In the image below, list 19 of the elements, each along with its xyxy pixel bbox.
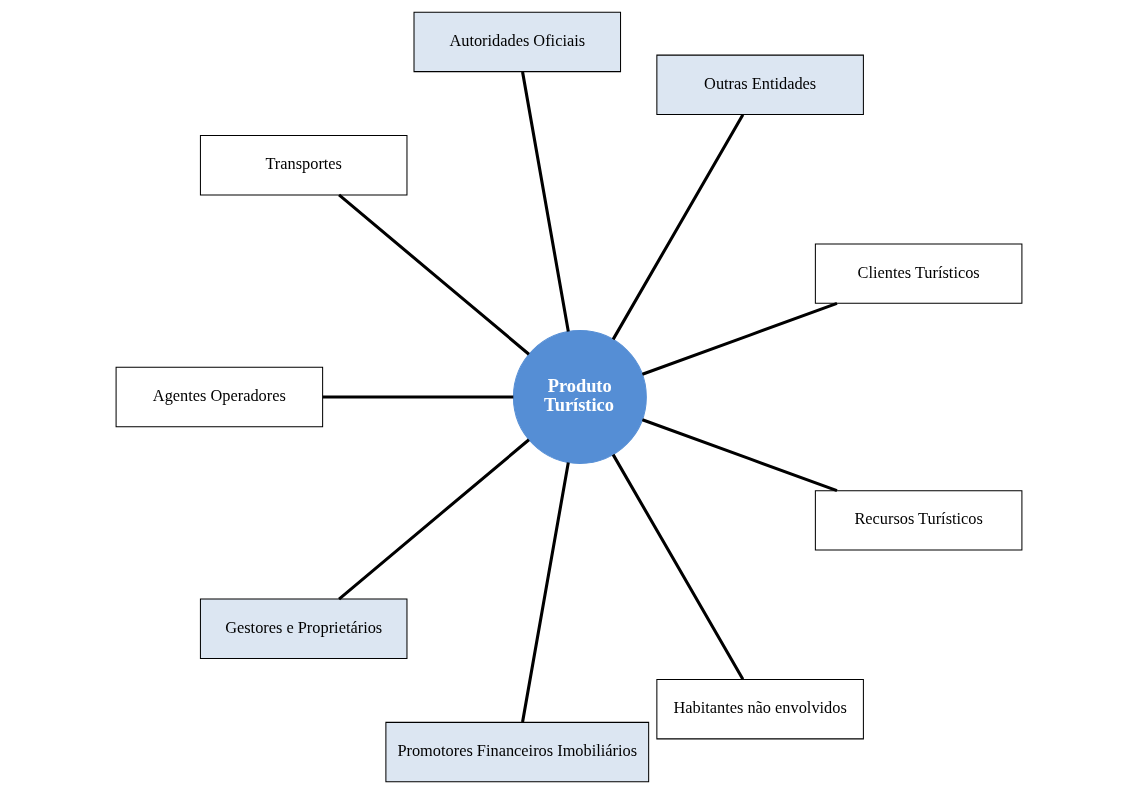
node-box: Autoridades Oficiais	[413, 11, 621, 73]
connector	[337, 438, 530, 601]
node-box: Outras Entidades	[655, 54, 864, 115]
node-box: Recursos Turísticos	[814, 490, 1022, 551]
node-circle: Produto Turístico	[512, 330, 647, 464]
node-box: Gestores e Proprietários	[199, 598, 407, 659]
node-box: Habitantes não envolvidos	[655, 679, 864, 740]
node-box: Agentes Operadores	[115, 366, 323, 428]
node-box: Clientes Turísticos	[814, 243, 1022, 304]
connector	[520, 462, 570, 723]
connector	[611, 113, 744, 341]
connector	[641, 418, 837, 492]
connector	[520, 71, 570, 332]
node-box: Transportes	[199, 135, 407, 196]
connector	[611, 453, 744, 681]
connector	[641, 302, 837, 376]
connector	[337, 193, 530, 356]
node-box: Promotores Financeiros Imobiliários	[384, 721, 649, 783]
connector	[322, 395, 513, 399]
